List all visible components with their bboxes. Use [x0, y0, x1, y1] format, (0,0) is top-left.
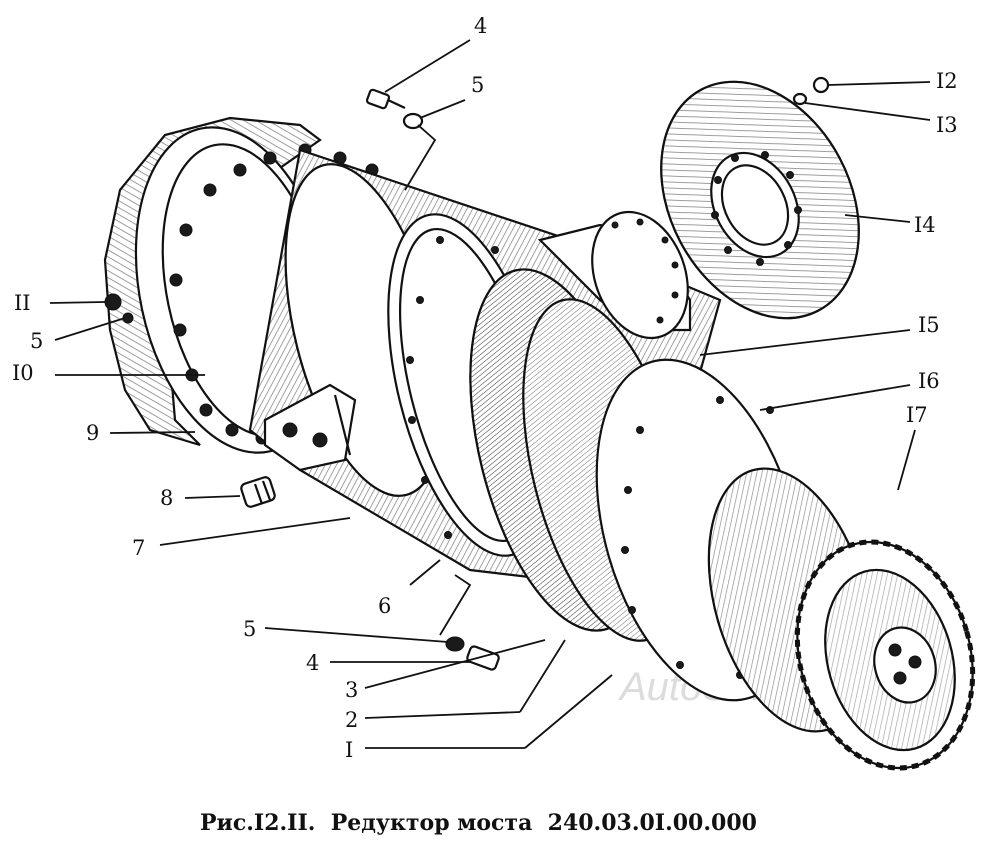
fasteners: [104, 76, 830, 671]
callout-14: I4: [914, 213, 936, 237]
reducer-housing: [103, 116, 976, 771]
callout-9: 9: [86, 421, 99, 445]
callout-5-bottom: 5: [243, 617, 256, 641]
callout-2: 2: [345, 708, 358, 732]
callout-5-left: 5: [30, 329, 43, 353]
callout-11: II: [14, 291, 31, 315]
callout-13: I3: [936, 113, 958, 137]
brake-disc: [660, 80, 860, 320]
figure-caption: Рис.I2.II. Редуктор моста 240.03.0I.00.0…: [200, 810, 757, 836]
callout-5-top: 5: [471, 73, 484, 97]
callout-16: I6: [918, 369, 940, 393]
callout-15: I5: [918, 313, 940, 337]
input-flange: [537, 210, 692, 340]
mounting-bracket: [263, 383, 357, 472]
callout-10: I0: [12, 361, 34, 385]
callout-12: I2: [936, 69, 958, 93]
callout-8: 8: [160, 486, 173, 510]
callout-4-top: 4: [474, 14, 487, 38]
callout-7: 7: [132, 536, 145, 560]
leader-lines: [49, 39, 931, 749]
callout-17: I7: [906, 403, 928, 427]
callout-3: 3: [345, 678, 358, 702]
callout-4-bottom: 4: [306, 651, 319, 675]
splined-output-hub: [794, 539, 976, 771]
callout-1: I: [345, 738, 353, 762]
callout-labels: 4 5 I2 I3 I4 II 5 I0 I5 I6 I7 9 8 7 6 5 …: [12, 14, 958, 762]
callout-6: 6: [378, 594, 391, 618]
